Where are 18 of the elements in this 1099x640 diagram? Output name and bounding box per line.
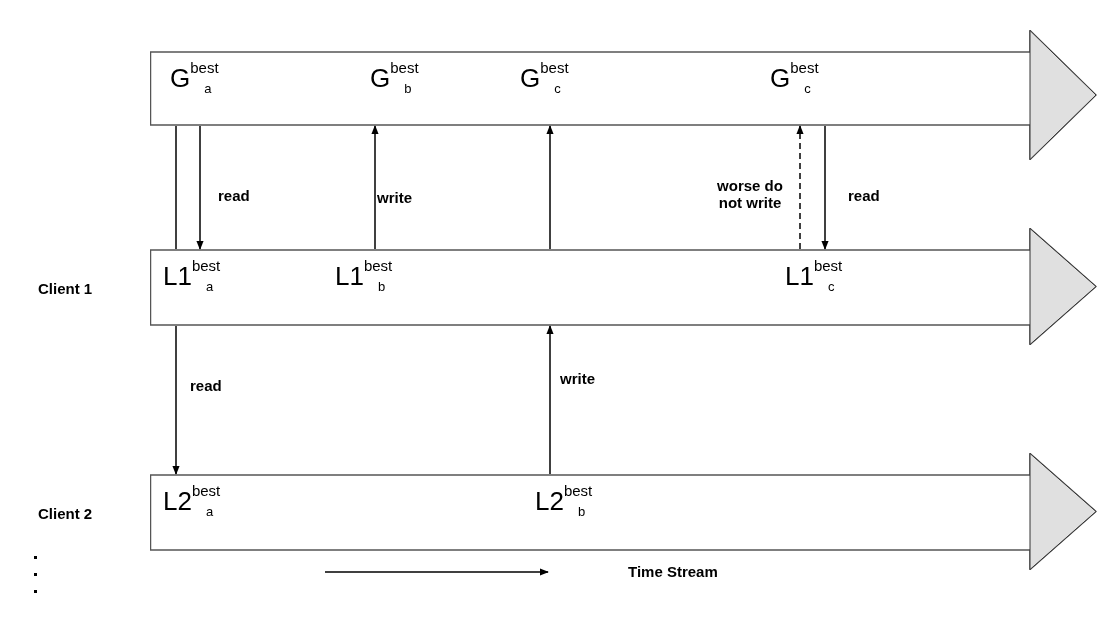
edge-label: read <box>848 187 880 204</box>
axis-caption: Time Stream <box>628 563 718 580</box>
arrow <box>546 325 554 475</box>
dashed-arrow <box>796 125 804 250</box>
timeline-arrow <box>150 228 1097 345</box>
edge-label: read <box>190 377 222 394</box>
arrow <box>546 125 554 250</box>
arrow <box>196 125 204 250</box>
edge-label: read <box>218 187 250 204</box>
timeline-arrow <box>150 30 1097 160</box>
edge-label: write <box>560 370 595 387</box>
connector-line <box>175 125 177 250</box>
client-label: Client 1 <box>38 279 93 297</box>
client-label: Client 2 <box>38 504 93 522</box>
arrow <box>371 125 379 250</box>
arrow <box>821 125 829 250</box>
arrow <box>172 325 180 475</box>
edge-label: write <box>377 189 412 206</box>
